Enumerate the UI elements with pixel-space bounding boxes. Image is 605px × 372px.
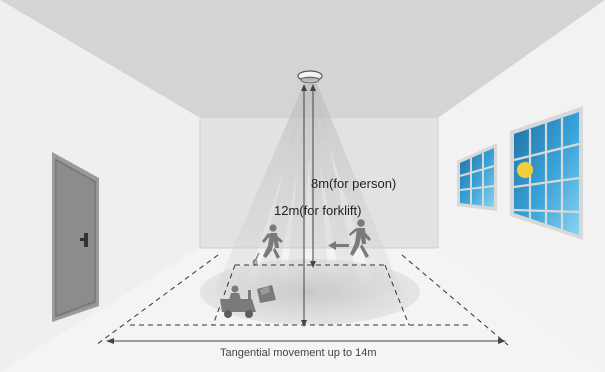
tangential-range-outline [95,254,509,346]
person-range-label: 8m(for person) [311,176,397,191]
forklift-icon [220,285,276,318]
detection-area [200,259,420,325]
forklift-range-label: 12m(for forklift) [274,203,362,218]
height-dimension-forklift [301,84,307,327]
walking-person-icon [252,224,283,265]
door-icon [52,152,99,322]
ceiling-sensor-icon [297,70,323,84]
window-icon [457,106,583,240]
sensor-beams [214,84,402,304]
ceiling [0,0,605,118]
tangential-dimension-line [106,338,506,344]
height-dimension-person [310,84,316,268]
arrow-left-icon [328,241,349,250]
walking-person-icon [349,219,371,258]
tangential-range-label: Tangential movement up to 14m [220,347,377,359]
sun-icon [517,162,533,178]
person-range-outline [130,264,470,326]
